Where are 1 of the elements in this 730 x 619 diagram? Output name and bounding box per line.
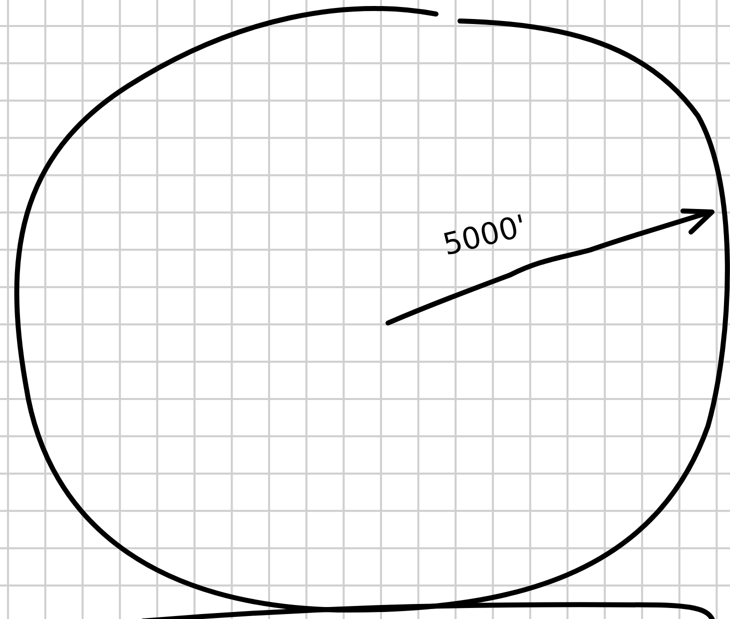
dimension-label: 5000': [440, 208, 530, 263]
